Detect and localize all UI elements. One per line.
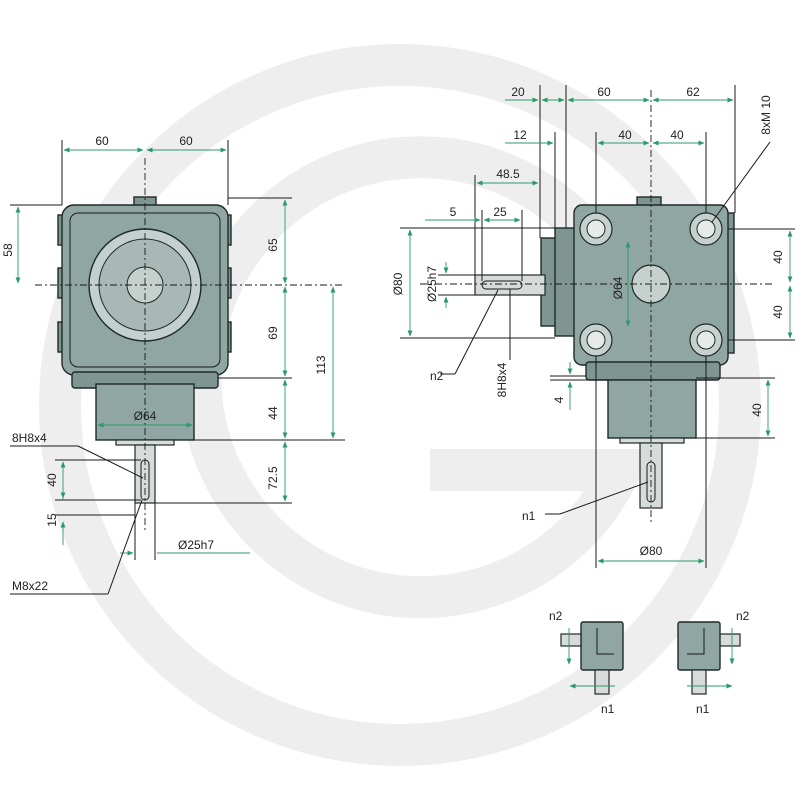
label-icon-left-n2: n2 [549,609,563,623]
dim-left-113: 113 [314,355,328,374]
dim-left-58: 58 [1,243,15,257]
label-right-n1: n1 [522,509,536,523]
dim-right-62: 62 [686,85,700,99]
bolt-holes [579,212,723,357]
dim-left-width-a: 60 [95,134,109,148]
dim-right-40a: 40 [618,128,632,142]
right-view: 20 60 62 8xM 10 12 40 40 48.5 5 25 Ø80 [391,85,795,568]
dim-right-12: 12 [513,128,527,142]
output-housing-side [607,379,697,439]
dim-right-20: 20 [511,85,525,99]
dim-right-key: 8H8x4 [495,362,509,397]
dim-right-60: 60 [597,85,611,99]
left-view: 60 60 58 65 69 113 44 72.5 Ø64 8H8x4 [1,134,345,595]
dim-right-25: 25 [493,205,507,219]
dim-right-dia-64: Ø64 [611,276,625,299]
dim-left-44: 44 [266,406,280,420]
dim-right-40b: 40 [670,128,684,142]
dim-left-65: 65 [266,238,280,252]
dim-right-v40a: 40 [771,250,785,264]
dim-right-4: 4 [552,396,566,403]
dim-right-shaft-dia: Ø25h7 [425,266,439,302]
rotation-icon-left: n2 n1 [549,609,624,716]
label-right-n2: n2 [430,369,444,383]
dim-left-72-5: 72.5 [266,466,280,490]
rotation-icon-right: n2 n1 [677,609,750,716]
dim-left-40: 40 [45,473,59,487]
dim-right-5: 5 [450,205,457,219]
dim-right-dia-80-bottom: Ø80 [640,544,663,558]
label-icon-right-n2: n2 [736,609,750,623]
dim-left-69: 69 [266,326,280,340]
dim-right-bolts: 8xM 10 [759,95,773,135]
dim-left-key: 8H8x4 [12,431,47,445]
dim-right-v40b: 40 [771,305,785,319]
dim-left-thread: M8x22 [12,579,48,593]
watermark-logo [39,44,761,766]
dim-right-dia-80: Ø80 [391,272,405,295]
label-icon-left-n1: n1 [601,702,615,716]
dim-left-15: 15 [45,513,59,527]
dim-left-width-b: 60 [179,134,193,148]
label-icon-right-n1: n1 [696,702,710,716]
dim-right-v40c: 40 [750,403,764,417]
dim-right-48-5: 48.5 [496,167,520,181]
dim-left-shaft-dia: Ø25h7 [178,538,214,552]
dim-left-dia-64: Ø64 [134,409,157,423]
